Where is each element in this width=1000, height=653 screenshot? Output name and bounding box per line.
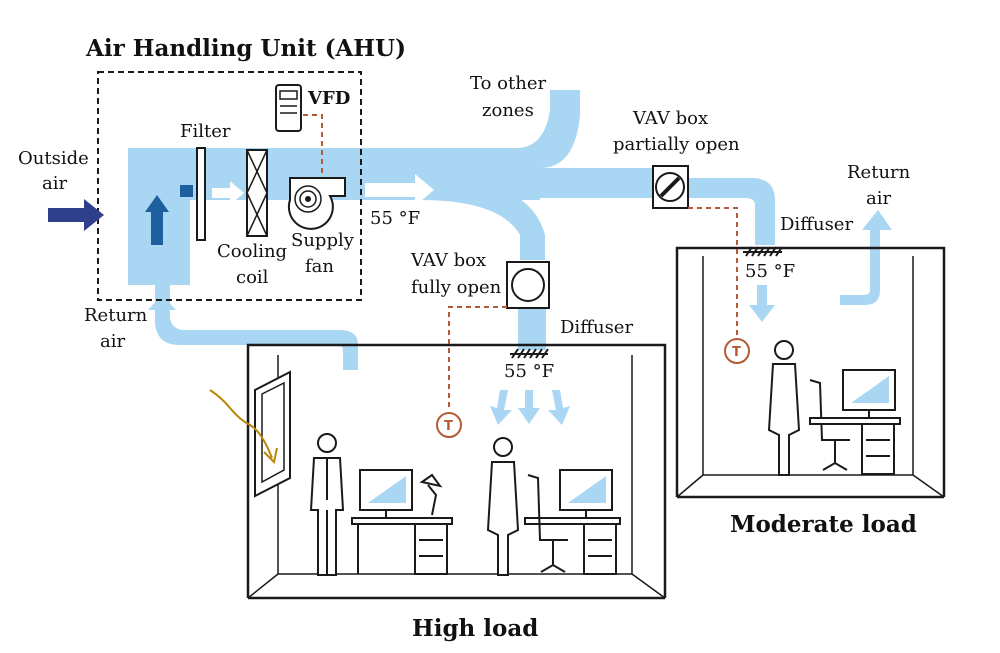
person-woman-moderate-icon: [767, 340, 801, 476]
thermostat-right-signal: [688, 207, 738, 338]
supply-temp-label: 55 °F: [370, 208, 420, 229]
return-air-arrow-ahu: [145, 195, 169, 245]
desk-icon-moderate: [809, 369, 901, 475]
supply-duct-right: [540, 168, 655, 198]
window-icon: [254, 370, 291, 498]
cooling-coil-label-2: coil: [236, 267, 269, 288]
cooling-coil-icon: [246, 149, 268, 237]
vav-partial-label-1: VAV box: [632, 108, 708, 129]
duct-to-diffuser-left: [518, 305, 546, 350]
supply-air-arrow: [365, 174, 434, 206]
return-duct-left: [155, 285, 358, 370]
person-man-icon: [309, 433, 345, 576]
vfd-icon: [275, 84, 302, 132]
ahu-title: Air Handling Unit (AHU): [85, 35, 406, 62]
diffuser-right-icon: [743, 246, 783, 257]
thermostat-right-icon: T: [724, 338, 750, 364]
moderate-load-room: [675, 246, 946, 499]
temp-right-label: 55 °F: [745, 261, 795, 282]
return-air-arrow-left: [148, 295, 176, 310]
vav-full-label-1: VAV box: [410, 250, 486, 271]
vav-box-full-icon: [506, 261, 550, 309]
desk-lamp-icon: [419, 473, 443, 516]
return-air-label-2: air: [100, 331, 125, 352]
svg-text:T: T: [732, 345, 741, 360]
filter-icon: [196, 147, 206, 241]
diffuser-right-label: Diffuser: [780, 214, 853, 235]
diffuser-left-icon: [510, 348, 549, 359]
airflow-arrow-ahu: [212, 181, 244, 205]
ahu-boundary: [97, 71, 362, 301]
supply-arrow-moderate-load: [749, 285, 775, 322]
diffuser-left-label: Diffuser: [560, 317, 633, 338]
thermostat-left-icon: T: [436, 412, 462, 438]
return-duct-right: [840, 210, 892, 305]
outside-air-label-2: air: [42, 173, 67, 194]
supply-fan-label-2: fan: [305, 256, 334, 277]
supply-fan-icon: [287, 177, 346, 230]
temp-left-label: 55 °F: [504, 361, 554, 382]
outside-air-label-1: Outside: [18, 148, 89, 169]
thermostat-left-signal: [448, 306, 507, 410]
outside-air-arrow: [48, 199, 104, 231]
to-other-zones-duct: [520, 90, 580, 168]
return-air-label-1: Return: [84, 305, 148, 326]
vav-full-label-2: fully open: [411, 277, 502, 298]
solar-heat-icon: [209, 389, 278, 465]
cooling-coil-label-1: Cooling: [217, 241, 287, 262]
branch-duct-left: [420, 178, 545, 260]
chair-icon-high-load: [527, 474, 568, 573]
return-air-right-label-1: Return: [847, 162, 911, 183]
supply-fan-label-1: Supply: [291, 230, 355, 251]
to-other-zones-label-1: To other: [470, 73, 546, 94]
high-load-label: High load: [412, 615, 538, 642]
vfd-signal-line: [303, 114, 323, 177]
chair-icon-moderate-load: [809, 379, 850, 471]
filter-label: Filter: [180, 121, 231, 142]
desk-icon-2: [524, 469, 621, 575]
vfd-label: VFD: [307, 88, 350, 109]
to-other-zones-label-2: zones: [482, 100, 534, 121]
moderate-load-label: Moderate load: [730, 511, 917, 538]
duct-to-diffuser-right: [688, 178, 775, 245]
person-woman-icon: [486, 437, 520, 576]
desk-icon-1: [351, 469, 453, 575]
return-air-right-label-2: air: [866, 188, 891, 209]
vav-partial-label-2: partially open: [613, 134, 740, 155]
vav-box-partial-icon: [652, 165, 689, 209]
damper-icon: [180, 185, 193, 197]
svg-text:T: T: [444, 419, 453, 434]
supply-arrows-high-load: [490, 390, 570, 425]
